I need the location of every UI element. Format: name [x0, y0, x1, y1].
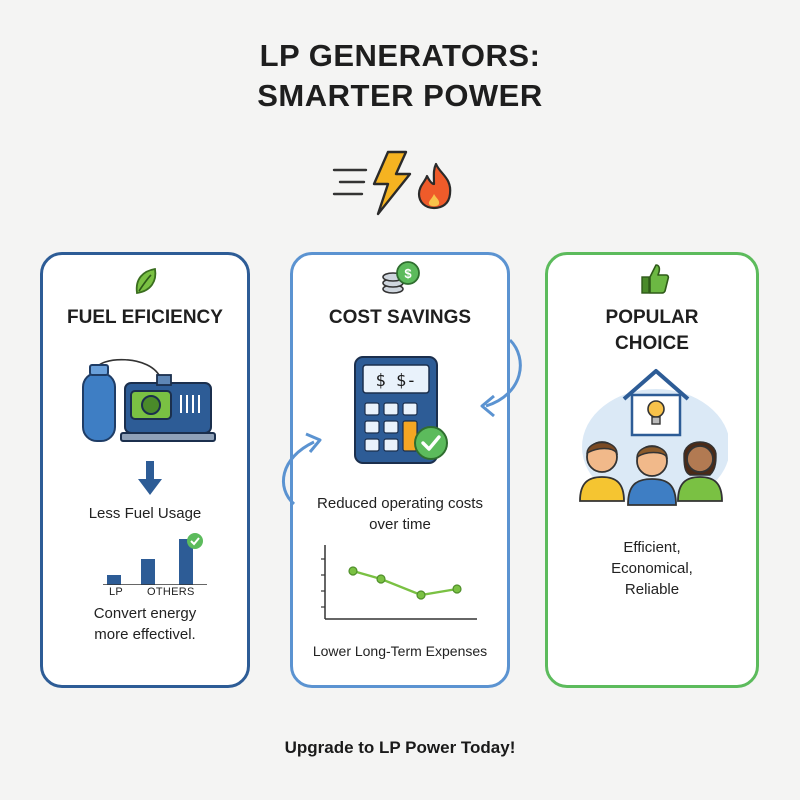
card-title: POPULAR CHOICE [548, 305, 756, 357]
fuel-efficiency-card: FUEL EFICIENCY Less Fuel Usage LP OTHERS [40, 252, 250, 688]
card-title: COST SAVINGS [328, 307, 472, 328]
calculator-display: $ $- [375, 371, 417, 391]
curved-arrow-left-icon [281, 432, 322, 506]
footer-cta: Upgrade to LP Power Today! [284, 738, 516, 757]
coins-icon: $ [382, 261, 420, 294]
trend-point [376, 574, 386, 584]
fuel-bar-chart [103, 533, 207, 585]
cost-savings-card: $ COST SAVINGS $ $- Reduced operating co… [290, 252, 510, 688]
cost-caption-line-1: Reduced operating costs [317, 495, 483, 512]
page-title: LP GENERATORS: SMARTER POWER [0, 36, 800, 116]
popular-text-line-3: Reliable [624, 581, 680, 598]
cost-caption-line-2: over time [369, 516, 431, 533]
bar-label-others: OTHERS [147, 586, 195, 598]
trend-point [416, 590, 426, 600]
cost-footer-caption: Lower Long-Term Expenses [312, 643, 488, 659]
hero-icon [332, 150, 452, 216]
card-title-line-2: CHOICE [615, 333, 689, 354]
bar-label-lp: LP [109, 586, 124, 598]
trend-point [348, 566, 358, 576]
trend-point [452, 584, 462, 594]
person-middle [627, 445, 677, 506]
check-badge-icon [414, 426, 448, 460]
person-left [579, 441, 625, 502]
fuel-text-line-2: more effectivel. [94, 626, 196, 643]
flame-core [428, 194, 440, 207]
flame-icon [417, 162, 452, 210]
check-icon [187, 533, 203, 549]
cost-caption: Reduced operating costs over time [293, 493, 507, 535]
card-title: FUEL EFICIENCY [67, 307, 223, 328]
person-right [677, 441, 723, 502]
speed-lines-icon [332, 168, 368, 196]
curved-arrow-right-icon [480, 338, 522, 418]
bar-lp [107, 575, 121, 585]
house-icon [622, 369, 690, 437]
trend-line [352, 569, 458, 597]
svg-text:$: $ [404, 266, 412, 281]
card-title-line-1: POPULAR [605, 307, 699, 328]
title-line-1: LP GENERATORS: [259, 38, 541, 73]
lightbulb-icon [647, 400, 665, 418]
thumbs-up-icon [641, 264, 670, 294]
title-line-2: SMARTER POWER [257, 78, 543, 113]
fuel-caption: Less Fuel Usage [88, 505, 202, 522]
lp-generator-illustration [82, 358, 216, 442]
calculator-illustration [354, 356, 448, 464]
popular-text-line-2: Economical, [611, 560, 693, 577]
community-illustration [579, 369, 728, 506]
popular-choice-card: POPULAR CHOICE Effi [545, 252, 759, 688]
bar-others-2 [179, 539, 193, 585]
fuel-text: Convert energy more effectivel. [43, 603, 247, 645]
lightning-bolt-icon [372, 150, 412, 216]
down-arrow-icon [138, 461, 162, 495]
popular-text: Efficient, Economical, Reliable [548, 537, 756, 600]
cost-trend-chart [321, 545, 477, 620]
fuel-text-line-1: Convert energy [93, 605, 197, 622]
bar-others-1 [141, 559, 155, 585]
leaf-icon [135, 267, 157, 295]
popular-text-line-1: Efficient, [623, 539, 681, 556]
